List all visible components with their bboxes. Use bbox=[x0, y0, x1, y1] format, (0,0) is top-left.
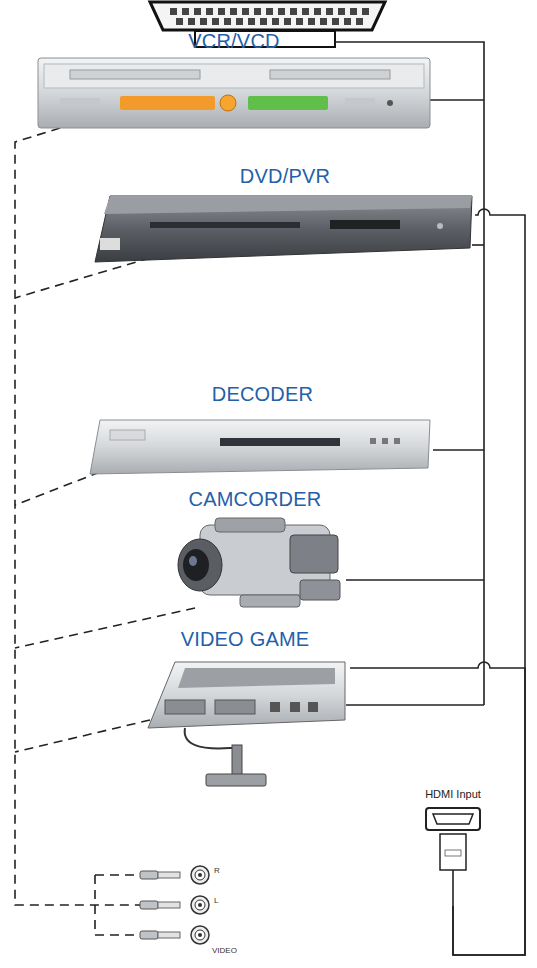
device-dvd: DVD/PVR bbox=[95, 165, 475, 265]
device-game: VIDEO GAME bbox=[140, 628, 350, 790]
jack-label: R bbox=[214, 866, 220, 875]
camcorder-device bbox=[178, 518, 340, 607]
vcr-device bbox=[38, 58, 430, 128]
device-label: DECODER bbox=[90, 383, 435, 405]
game-console bbox=[148, 662, 345, 786]
device-camcorder: CAMCORDER bbox=[160, 488, 350, 613]
device-label: DVD/PVR bbox=[95, 165, 475, 187]
device-label: CAMCORDER bbox=[160, 488, 350, 510]
rca-jacks bbox=[140, 866, 209, 944]
hdmi-cable bbox=[350, 662, 525, 955]
scart-wiring bbox=[335, 42, 484, 705]
device-label: HDMI Input bbox=[415, 788, 491, 801]
decoder-device bbox=[90, 420, 430, 474]
dvd-device bbox=[95, 196, 472, 262]
hdmi-input: HDMI Input bbox=[415, 788, 491, 906]
device-decoder: DECODER bbox=[90, 383, 435, 478]
device-vcr: VCR/VCD bbox=[38, 30, 430, 130]
hdmi-plug bbox=[426, 808, 480, 906]
jack-label: VIDEO bbox=[212, 946, 237, 955]
device-label: VIDEO GAME bbox=[140, 628, 350, 650]
jack-label: L bbox=[214, 896, 218, 905]
device-label: VCR/VCD bbox=[38, 30, 430, 52]
hdmi-cable bbox=[453, 209, 525, 955]
